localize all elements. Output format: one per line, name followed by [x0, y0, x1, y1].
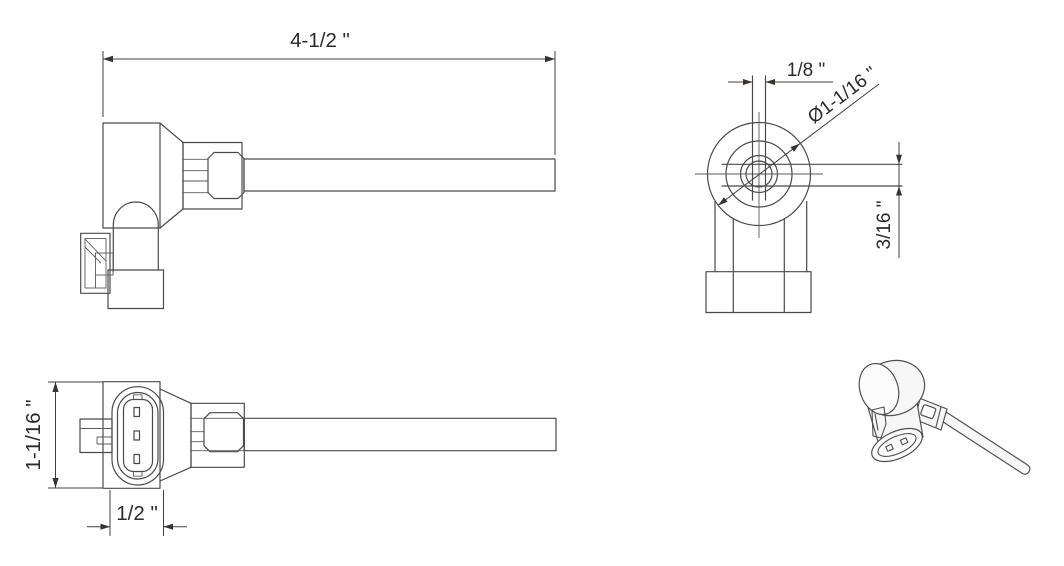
end-view: 1/8 " Ø1-1/16 " 3/16 " — [695, 60, 903, 314]
body-funnel — [159, 122, 184, 229]
bottom-probe — [243, 417, 557, 452]
bottom-hex-nut — [203, 412, 245, 453]
connector-pins — [133, 406, 141, 465]
dim-label-overall-length: 4-1/2 " — [290, 29, 350, 52]
key-notches — [133, 394, 143, 477]
hex-flat-lines — [183, 158, 208, 194]
dim-label-connector-height: 1-1/16 " — [22, 399, 45, 470]
dim-overall-length: 4-1/2 " — [102, 29, 556, 155]
bottom-flat-lines — [191, 417, 245, 452]
iso-clamp — [908, 395, 948, 431]
connector-oval-outer — [111, 386, 165, 486]
dim-label-probe-thickness: 3/16 " — [874, 200, 895, 249]
side-view: 4-1/2 " — [80, 29, 556, 310]
sensor-body — [102, 122, 161, 229]
iso-clamp-notch — [920, 404, 937, 420]
iso-connector — [871, 427, 923, 463]
iso-latch — [871, 406, 887, 439]
bottom-funnel — [159, 388, 192, 482]
elbow-dome — [112, 201, 159, 273]
iso-probe — [938, 410, 1031, 475]
dim-connector-width: 1/2 " — [87, 490, 187, 536]
dim-label-probe-width: 1/8 " — [787, 60, 825, 81]
dim-probe-thickness: 3/16 " — [874, 142, 902, 258]
connector-end — [107, 269, 165, 310]
end-view-connector — [705, 271, 812, 314]
pin-3 — [133, 453, 141, 465]
isometric-view — [858, 359, 1031, 475]
pin-2 — [133, 430, 141, 441]
connector-key-shroud — [122, 398, 154, 473]
dim-label-connector-width: 1/2 " — [116, 502, 157, 525]
iso-head — [858, 359, 926, 417]
arrow-left — [103, 55, 113, 63]
connector-oval-inner — [116, 391, 159, 480]
probe — [243, 158, 556, 192]
arrow-right — [545, 55, 555, 63]
dim-probe-width: 1/8 " — [728, 60, 833, 85]
hex-nut — [207, 151, 245, 200]
hex-section — [182, 141, 243, 210]
connector-housing — [102, 381, 161, 489]
mounting-tabs — [79, 418, 113, 454]
bottom-view: 1-1/16 " 1/2 — [22, 381, 557, 536]
dim-head-diameter: Ø1-1/16 " — [717, 63, 881, 206]
pin-1 — [133, 406, 141, 418]
end-view-body — [714, 200, 808, 314]
probe-thickness-lines — [721, 163, 903, 187]
latch-clip — [80, 232, 114, 294]
dim-connector-height: 1-1/16 " — [22, 381, 103, 489]
